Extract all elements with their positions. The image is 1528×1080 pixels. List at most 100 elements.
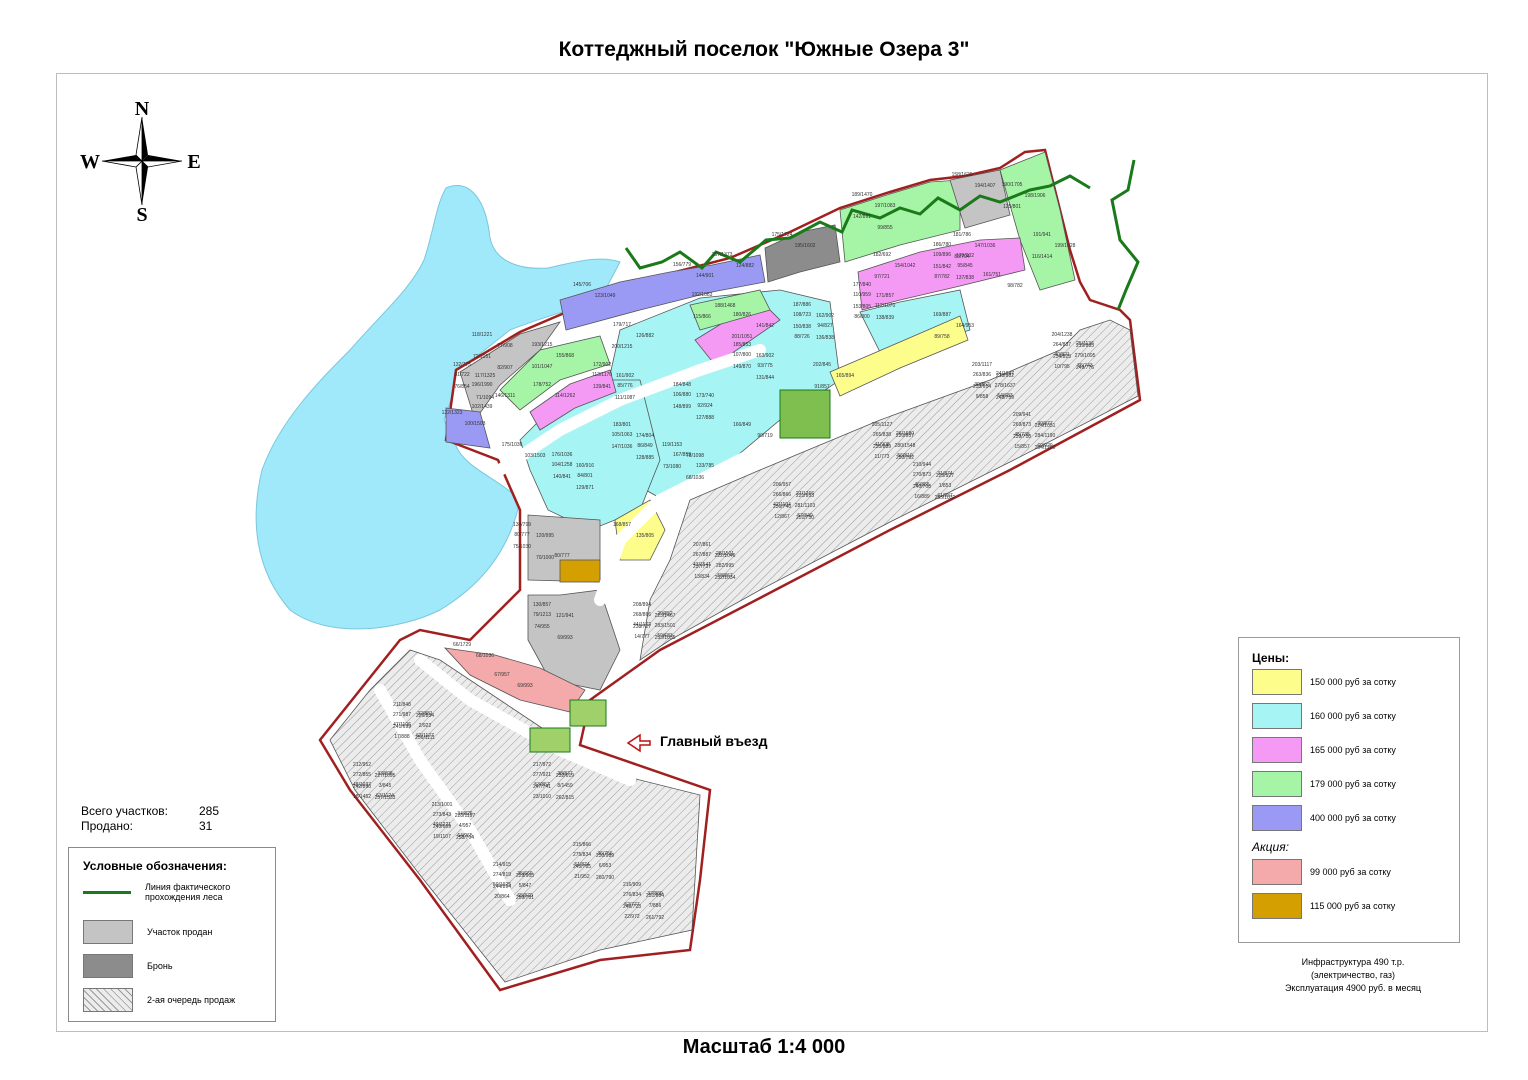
plot-label[interactable]: 282/995 <box>716 563 734 569</box>
plot-label[interactable]: 68/1036 <box>686 475 704 481</box>
plot-label[interactable]: 87/782 <box>934 274 950 280</box>
plot-label[interactable]: 75/1030 <box>513 544 531 550</box>
plot-label[interactable]: 175/1036 <box>502 442 523 448</box>
plot-label[interactable]: 70/1000 <box>536 555 554 561</box>
plot-label[interactable]: 164/953 <box>956 323 974 329</box>
plot-label[interactable]: 23/1010 <box>533 794 551 800</box>
plot-label[interactable]: 48/1037 <box>353 782 371 788</box>
plot-label[interactable]: 202/845 <box>813 362 831 368</box>
plot-label[interactable]: 142/891 <box>853 214 871 220</box>
plot-label[interactable]: 192/1083 <box>692 292 713 298</box>
plot-label[interactable]: 81/722 <box>454 372 470 378</box>
plot-label[interactable]: 76/854 <box>454 384 470 390</box>
plot-label[interactable]: 224/1051 <box>1035 423 1056 429</box>
plot-label[interactable]: 172/902 <box>593 362 611 368</box>
plot-label[interactable]: 183/801 <box>613 422 631 428</box>
plot-label[interactable]: 216/909 <box>623 882 641 888</box>
plot-label[interactable]: 69/993 <box>517 683 533 689</box>
plot-label[interactable]: 138/839 <box>876 315 894 321</box>
plot-label[interactable]: 257/1533 <box>375 795 396 801</box>
plot-label[interactable]: 116/1414 <box>1032 254 1053 260</box>
plot-label[interactable]: 9/858 <box>976 394 989 400</box>
plot-label[interactable]: 244/894 <box>493 884 511 890</box>
plot-label[interactable]: 64/965 <box>457 833 473 839</box>
plot-label[interactable]: 169/887 <box>933 312 951 318</box>
plot-label[interactable]: 98/782 <box>1007 283 1023 289</box>
plot-label[interactable]: 275/834 <box>573 852 591 858</box>
plot-label[interactable]: 108/723 <box>793 312 811 318</box>
plot-label[interactable]: 115/866 <box>693 314 711 320</box>
plot-label[interactable]: 141/842 <box>756 323 774 329</box>
plot-label[interactable]: 150/838 <box>793 324 811 330</box>
plot-label[interactable]: 134/799 <box>513 522 531 528</box>
plot-label[interactable]: 117/1325 <box>475 373 496 379</box>
plot-label[interactable]: 155/868 <box>556 353 574 359</box>
plot-label[interactable]: 176/1036 <box>552 452 573 458</box>
plot-label[interactable]: 92/924 <box>697 403 713 409</box>
plot-label[interactable]: 258/704 <box>456 835 474 841</box>
plot-label[interactable]: 209/941 <box>1013 412 1031 418</box>
plot-label[interactable]: 121/941 <box>556 613 574 619</box>
plot-label[interactable]: 44/1172 <box>633 622 651 628</box>
plot-label[interactable]: 250/792 <box>896 455 914 461</box>
plot-label[interactable]: 139/841 <box>593 384 611 390</box>
plot-label[interactable]: 204/1238 <box>1052 332 1073 338</box>
plot-label[interactable]: 79/1213 <box>533 612 551 618</box>
plot-label[interactable]: 193/1215 <box>532 342 553 348</box>
plot-label[interactable]: 45/738 <box>1014 432 1030 438</box>
plot-label[interactable]: 54/683 <box>997 393 1013 399</box>
plot-label[interactable]: 271/987 <box>393 712 411 718</box>
plot-label[interactable]: 136/838 <box>816 335 834 341</box>
plot-label[interactable]: 102/1439 <box>472 404 493 410</box>
plot-label[interactable]: 93/775 <box>757 363 773 369</box>
plot-label[interactable]: 52/777 <box>624 902 640 908</box>
plot-label[interactable]: 171/857 <box>876 293 894 299</box>
plot-label[interactable]: 12/867 <box>774 514 790 520</box>
plot-label[interactable]: 267/887 <box>693 552 711 558</box>
plot-label[interactable]: 126/882 <box>636 333 654 339</box>
plot-label[interactable]: 129/871 <box>576 485 594 491</box>
plot-label[interactable]: 101/1047 <box>532 364 553 370</box>
plot-label[interactable]: 165/894 <box>836 373 854 379</box>
plot-label[interactable]: 36/756 <box>597 851 613 857</box>
plot-label[interactable]: 80/777 <box>514 532 530 538</box>
plot-label[interactable]: 83/794 <box>954 254 970 260</box>
plot-label[interactable]: 31/874 <box>937 471 953 477</box>
plot-label[interactable]: 137/838 <box>956 275 974 281</box>
plot-label[interactable]: 232/619 <box>556 773 574 779</box>
plot-label[interactable]: 99/855 <box>877 225 893 231</box>
plot-label[interactable]: 42/1104 <box>773 502 791 508</box>
plot-label[interactable]: 107/800 <box>733 352 751 358</box>
plot-label[interactable]: 73/1080 <box>663 464 681 470</box>
plot-label[interactable]: 20/864 <box>494 894 510 900</box>
plot-label[interactable]: 123/1049 <box>595 293 616 299</box>
plot-label[interactable]: 22/972 <box>624 914 640 920</box>
plot-label[interactable]: 266/866 <box>773 492 791 498</box>
plot-label[interactable]: 65/870 <box>517 893 533 899</box>
plot-label[interactable]: 163/902 <box>756 353 774 359</box>
plot-label[interactable]: 208/894 <box>633 602 651 608</box>
plot-label[interactable]: 279/1095 <box>1075 353 1096 359</box>
plot-label[interactable]: 74/955 <box>534 624 550 630</box>
plot-label[interactable]: 262/815 <box>556 795 574 801</box>
plot-label[interactable]: 270/873 <box>913 472 931 478</box>
plot-label[interactable]: 226/834 <box>416 713 434 719</box>
plot-label[interactable]: 49/1221 <box>433 822 451 828</box>
plot-label[interactable]: 111/1087 <box>615 395 635 401</box>
plot-label[interactable]: 50/1025 <box>493 882 511 888</box>
plot-label[interactable]: 29/852 <box>657 611 673 617</box>
plot-label[interactable]: 41/908 <box>874 442 890 448</box>
plot-label[interactable]: 245/785 <box>573 864 591 870</box>
plot-label[interactable]: 39/852 <box>974 382 990 388</box>
plot-label[interactable]: 5/847 <box>519 883 532 889</box>
plot-label[interactable]: 280/1548 <box>895 443 916 449</box>
plot-label[interactable]: 147/1036 <box>612 444 633 450</box>
plot-label[interactable]: 284/1190 <box>1035 433 1056 439</box>
plot-label[interactable]: 33/808 <box>377 771 393 777</box>
plot-label[interactable]: 13/834 <box>694 574 710 580</box>
plot-label[interactable]: 201/1051 <box>732 334 753 340</box>
plot-label[interactable]: 269/873 <box>1013 422 1031 428</box>
plot-label[interactable]: 175/1724 <box>772 232 793 238</box>
plot-label[interactable]: 17/888 <box>394 734 410 740</box>
